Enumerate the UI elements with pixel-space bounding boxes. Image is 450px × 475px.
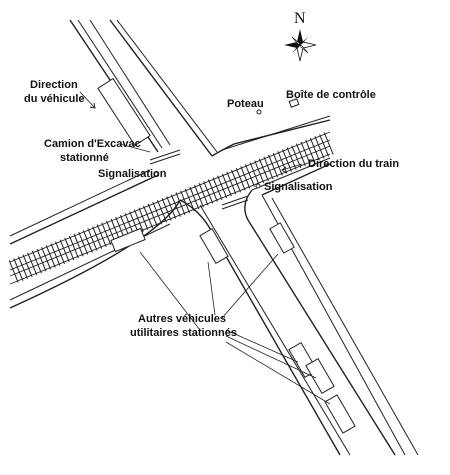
control-box-marker — [288, 98, 300, 108]
rail-tie — [295, 143, 306, 167]
rail-tie — [258, 158, 269, 182]
rail-tie — [226, 171, 237, 195]
rail-tie — [175, 192, 186, 216]
label-signal-right: Signalisation — [264, 181, 333, 193]
rail-tie — [41, 247, 52, 270]
rail-tie — [263, 156, 274, 180]
rail-tie — [64, 237, 75, 261]
rail-tie — [212, 177, 223, 200]
rail-tie — [249, 162, 260, 185]
label-vehicle-direction-1: Direction — [30, 79, 78, 91]
label-pole: Poteau — [227, 98, 264, 110]
label-train-direction: Direction du train — [308, 158, 399, 170]
rail-tie — [161, 198, 172, 221]
rail-tie — [18, 256, 28, 279]
rail-tie — [78, 231, 89, 255]
rail-tie — [235, 168, 246, 191]
rail-tie — [184, 188, 195, 212]
barrier-right — [221, 195, 249, 210]
rail-tie — [96, 224, 107, 248]
vehicle-direction-arrow — [79, 91, 96, 109]
rail-tie — [55, 241, 65, 264]
rail-tie — [221, 173, 232, 197]
north-label: N — [294, 10, 306, 27]
rail-tie — [268, 154, 279, 178]
rail-tie — [277, 151, 288, 174]
excavac-truck — [97, 77, 151, 147]
label-truck-1: Camion d'Excavac — [44, 138, 141, 150]
rail-tie — [82, 230, 93, 253]
rail-tie — [27, 252, 38, 276]
rail-tie — [272, 152, 283, 176]
signal-right-marker — [255, 183, 261, 189]
label-other-vehicles-2: utilitaires stationnés — [130, 327, 237, 339]
rail-tie — [240, 166, 251, 189]
label-other-vehicles-1: Autres véhicules — [138, 313, 226, 325]
rail-tie — [13, 258, 24, 281]
rail-tie — [207, 179, 218, 202]
rail-tie — [314, 136, 325, 159]
rail-tie — [138, 207, 149, 231]
rail-tie — [147, 203, 158, 227]
rail-tie — [180, 190, 191, 214]
rail-tie — [31, 250, 42, 274]
pole-marker — [256, 109, 262, 115]
rail-tie — [87, 228, 98, 251]
rail-tie — [244, 164, 255, 187]
rail-tie — [59, 239, 70, 263]
compass-rose: N — [284, 10, 317, 62]
rail-tie — [254, 160, 265, 184]
rail-tie — [217, 175, 228, 199]
rail-tie — [305, 139, 316, 163]
label-truck-2: stationné — [60, 152, 109, 164]
rail-tie — [203, 181, 214, 204]
label-vehicle-direction-2: du véhicule — [24, 93, 85, 105]
leader-lines — [119, 143, 331, 405]
rail-tie — [36, 248, 47, 272]
rail-tie — [319, 134, 330, 157]
label-control-box: Boîte de contrôle — [286, 89, 376, 101]
rail-tie — [22, 254, 33, 278]
rail-tie — [156, 200, 167, 223]
rail-tie — [166, 196, 177, 219]
rail-tie — [198, 183, 209, 206]
label-signal-left: Signalisation — [98, 168, 167, 180]
rail-tie — [50, 243, 61, 266]
rail-tie — [45, 245, 56, 268]
other-vehicle-6 — [324, 394, 356, 434]
other-vehicle-3 — [269, 222, 295, 254]
other-vehicle-2 — [199, 227, 229, 265]
other-vehicle-1 — [110, 227, 146, 253]
rail-tie — [170, 194, 181, 217]
rail-tie — [300, 141, 311, 165]
rail-tie — [101, 222, 112, 246]
rail-tie — [189, 186, 200, 210]
barrier-left — [149, 149, 181, 165]
rail-tie — [8, 260, 19, 283]
other-vehicle-5 — [305, 357, 335, 395]
railway-track — [8, 131, 334, 285]
rail-tie — [68, 235, 79, 259]
rail-tie — [133, 209, 144, 232]
rail-tie — [291, 145, 302, 168]
rail-tie — [143, 205, 154, 229]
rail-tie — [231, 169, 242, 193]
rail-tie — [323, 132, 334, 155]
signal-left-marker — [153, 171, 159, 177]
train-direction-arrow — [281, 163, 303, 174]
rail-tie — [152, 201, 163, 225]
rail-tie — [194, 184, 204, 208]
rail-tie — [92, 226, 103, 249]
rail-tie — [309, 137, 320, 161]
rail-tie — [73, 233, 84, 257]
